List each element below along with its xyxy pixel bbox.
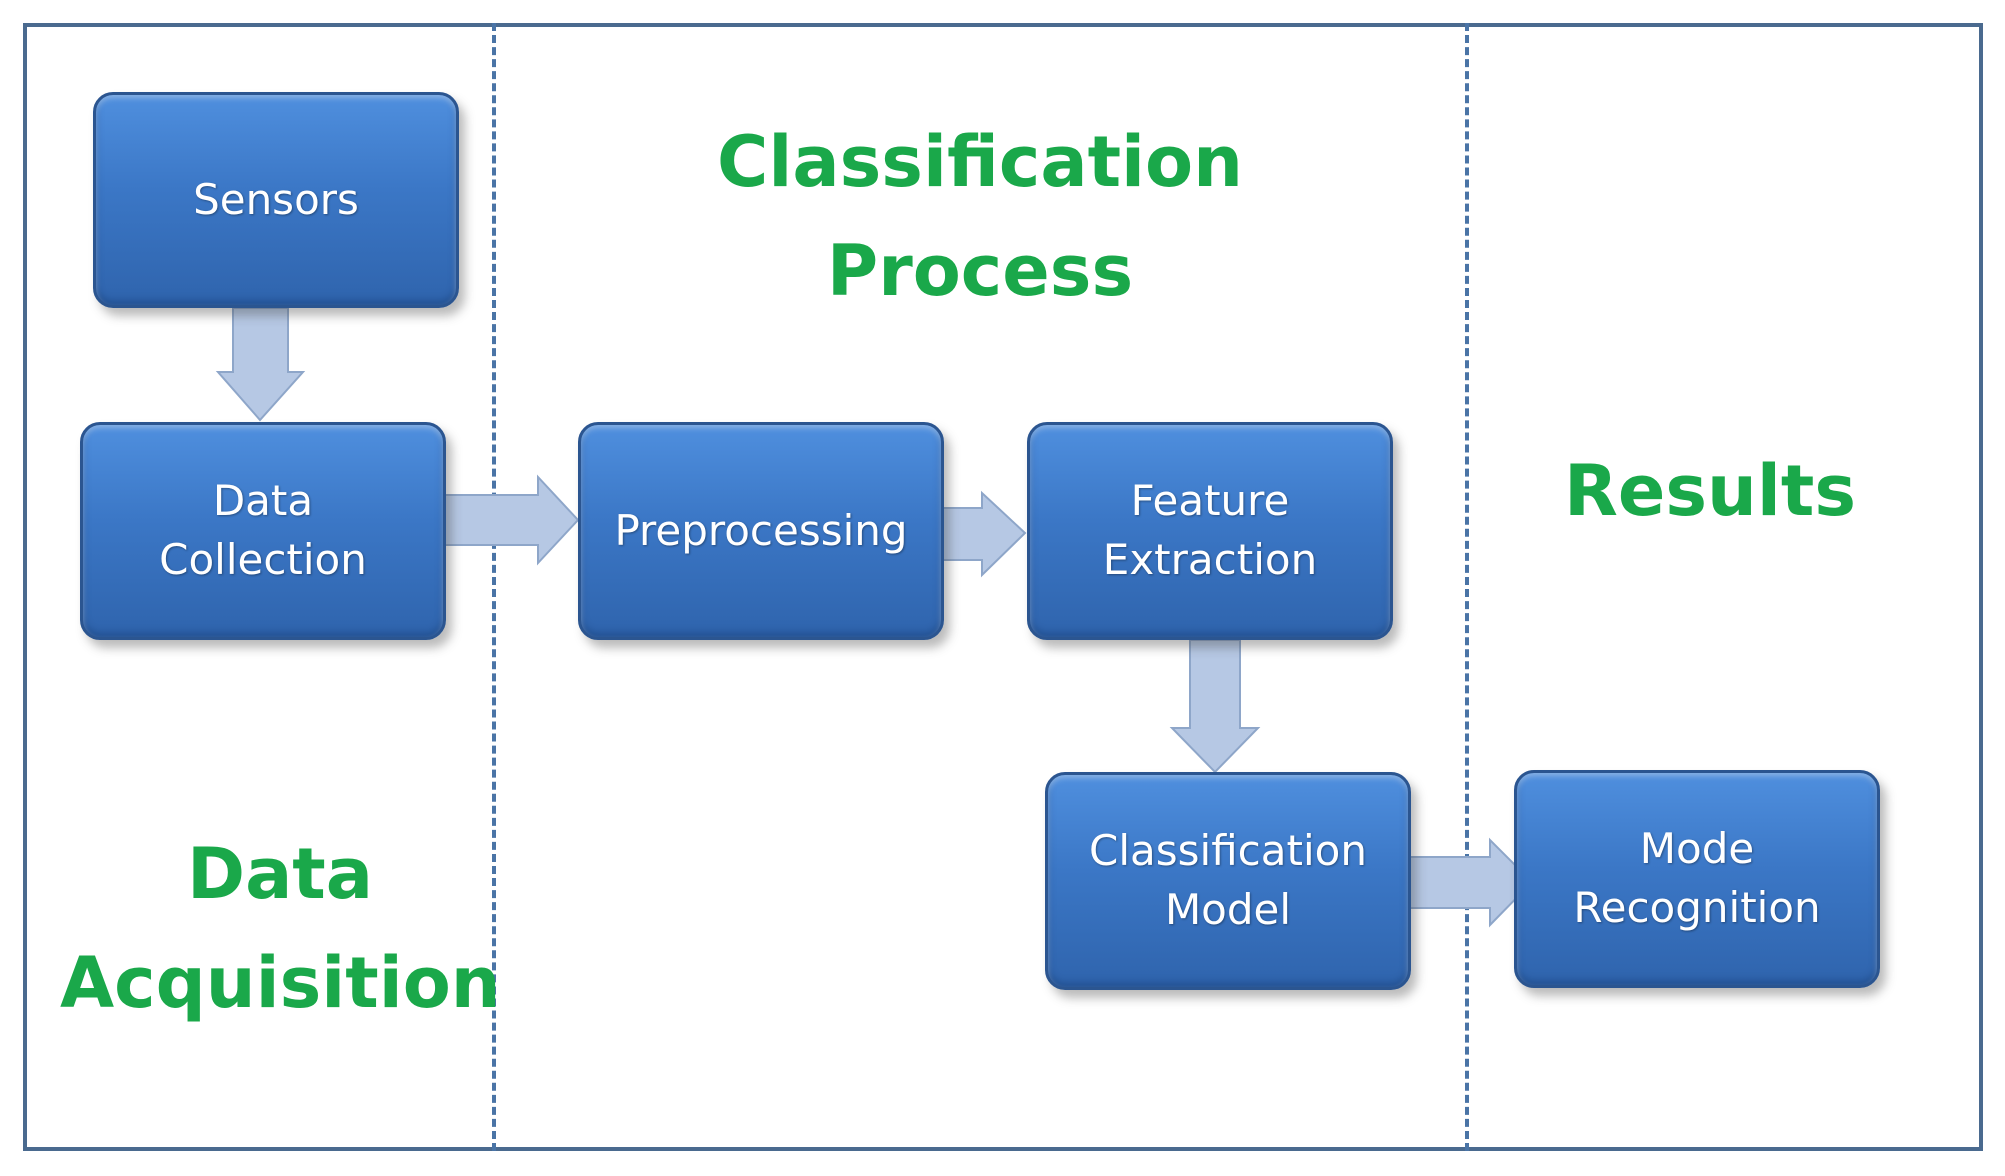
section-label-data-acquisition: Data Acquisition (60, 833, 501, 1024)
box-mode-recognition: Mode Recognition (1514, 770, 1880, 988)
arrow-right-collection-to-preprocessing (444, 474, 580, 566)
box-classification-model: Classification Model (1045, 772, 1411, 990)
arrow-right-model-to-recognition (1409, 837, 1534, 928)
divider-classification-results (1465, 23, 1469, 1151)
box-data-collection: Data Collection (80, 422, 446, 640)
arrow-down-feature-to-model (1169, 639, 1261, 774)
box-feature-extraction: Feature Extraction (1027, 422, 1393, 640)
diagram-frame (23, 23, 1983, 1151)
section-label-classification-process: Classification Process (717, 121, 1243, 312)
arrow-right-preprocessing-to-feature (941, 490, 1027, 578)
box-feature-extraction-label: Feature Extraction (1102, 476, 1318, 584)
box-preprocessing: Preprocessing (578, 422, 944, 640)
arrow-down-sensors-to-collection (215, 307, 306, 422)
box-data-collection-label: Data Collection (159, 476, 367, 584)
box-sensors: Sensors (93, 92, 459, 308)
box-mode-recognition-label: Mode Recognition (1573, 824, 1821, 932)
section-label-results: Results (1564, 450, 1856, 532)
box-preprocessing-label: Preprocessing (614, 505, 908, 555)
box-sensors-label: Sensors (193, 174, 359, 224)
box-classification-model-label: Classification Model (1089, 826, 1367, 934)
divider-acquisition-classification (492, 23, 496, 1151)
